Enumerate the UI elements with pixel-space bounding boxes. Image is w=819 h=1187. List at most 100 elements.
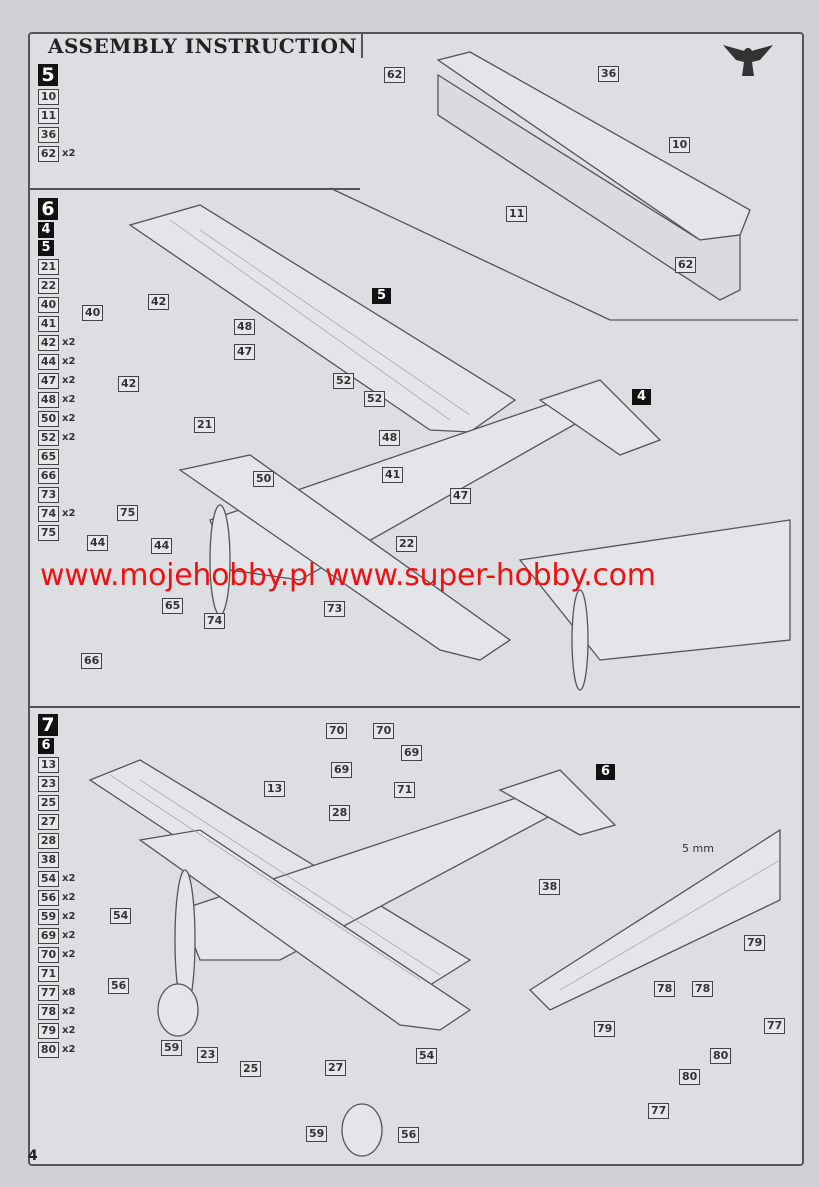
part-item: 27 xyxy=(38,813,75,830)
part-callout: 27 xyxy=(325,1060,347,1076)
part-number: 56 xyxy=(38,889,59,906)
part-number: 28 xyxy=(38,832,59,849)
part-item: 75 xyxy=(38,524,75,541)
part-quantity: x2 xyxy=(62,375,76,386)
part-callout: 6 xyxy=(596,764,616,780)
part-item: 73 xyxy=(38,486,75,503)
part-callout: 40 xyxy=(82,305,104,321)
part-quantity: x2 xyxy=(62,356,76,367)
part-callout: 78 xyxy=(692,981,714,997)
part-callout: 25 xyxy=(240,1061,262,1077)
lower-wing-step7 xyxy=(138,829,472,1031)
part-number: 11 xyxy=(38,107,59,124)
part-callout: 22 xyxy=(396,536,418,552)
part-number: 40 xyxy=(38,296,59,313)
eagle-logo xyxy=(718,40,778,84)
part-number: 62 xyxy=(38,145,59,162)
tail-step7 xyxy=(498,769,617,836)
part-number: 22 xyxy=(38,277,59,294)
part-number: 25 xyxy=(38,794,59,811)
part-callout: 59 xyxy=(306,1126,328,1142)
part-number: 10 xyxy=(38,88,59,105)
detail-wing-underside xyxy=(528,828,781,1011)
part-callout: 44 xyxy=(151,538,173,554)
part-callout: 77 xyxy=(764,1018,786,1034)
part-callout: 52 xyxy=(333,373,355,389)
page-title: ASSEMBLY INSTRUCTION xyxy=(44,34,364,58)
part-number: 52 xyxy=(38,429,59,446)
part-item: 36 xyxy=(38,126,75,143)
part-item: 21 xyxy=(38,258,75,275)
part-callout: 71 xyxy=(394,782,416,798)
part-item: 66 xyxy=(38,467,75,484)
part-number: 75 xyxy=(38,524,59,541)
part-item: 28 xyxy=(38,832,75,849)
wheel-left xyxy=(157,983,199,1037)
part-item: 10 xyxy=(38,88,75,105)
part-item: 23 xyxy=(38,775,75,792)
part-number: 66 xyxy=(38,467,59,484)
part-callout: 13 xyxy=(264,781,286,797)
part-callout: 23 xyxy=(197,1047,219,1063)
part-item: 11 xyxy=(38,107,75,124)
part-item: 25 xyxy=(38,794,75,811)
part-number: 65 xyxy=(38,448,59,465)
part-number: 47 xyxy=(38,372,59,389)
part-number: 79 xyxy=(38,1022,59,1039)
part-number: 44 xyxy=(38,353,59,370)
part-callout: 41 xyxy=(382,467,404,483)
part-quantity: x2 xyxy=(62,337,76,348)
part-quantity: x2 xyxy=(62,1025,76,1036)
part-item: 41 xyxy=(38,315,75,332)
part-callout: 10 xyxy=(669,137,691,153)
part-callout: 70 xyxy=(373,723,395,739)
part-callout: 47 xyxy=(450,488,472,504)
part-quantity: x2 xyxy=(62,413,76,424)
part-item: 65 xyxy=(38,448,75,465)
part-quantity: x8 xyxy=(62,987,76,998)
upper-wing-step6 xyxy=(128,204,517,433)
part-callout: 56 xyxy=(398,1127,420,1143)
part-callout: 38 xyxy=(539,879,561,895)
part-callout: 69 xyxy=(331,762,353,778)
lower-wing-step6 xyxy=(178,454,512,661)
step-reference: 5 xyxy=(38,240,54,256)
step-reference: 4 xyxy=(38,222,54,238)
part-number: 70 xyxy=(38,946,59,963)
part-callout: 66 xyxy=(81,653,103,669)
part-callout: 79 xyxy=(594,1021,616,1037)
part-number: 48 xyxy=(38,391,59,408)
part-callout: 36 xyxy=(598,66,620,82)
part-callout: 70 xyxy=(326,723,348,739)
part-callout: 62 xyxy=(384,67,406,83)
step-number: 6 xyxy=(38,198,58,220)
part-number: 54 xyxy=(38,870,59,887)
part-number: 36 xyxy=(38,126,59,143)
part-callout: 47 xyxy=(234,344,256,360)
part-item: 22 xyxy=(38,277,75,294)
part-number: 71 xyxy=(38,965,59,982)
part-callout: 62 xyxy=(675,257,697,273)
part-item: 13 xyxy=(38,756,75,773)
part-callout: 59 xyxy=(161,1040,183,1056)
part-quantity: x2 xyxy=(62,930,76,941)
part-quantity: x2 xyxy=(62,1006,76,1017)
part-callout: 44 xyxy=(87,535,109,551)
part-number: 50 xyxy=(38,410,59,427)
part-number: 38 xyxy=(38,851,59,868)
part-callout: 42 xyxy=(118,376,140,392)
part-item: 40 xyxy=(38,296,75,313)
part-quantity: x2 xyxy=(62,148,76,159)
